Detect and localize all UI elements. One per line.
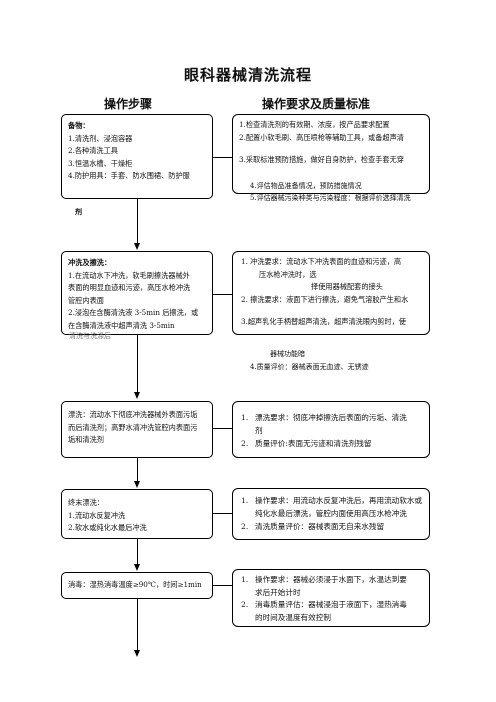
list-number: 2. [241,439,249,448]
std2-line: 2. 擦洗要求：液面下进行擦洗，避免气溶胶产生和水 [241,294,409,304]
standard-box-disinfection: 1. 操作要求：器械必须浸于水面下，水温达到要 求后开始计时 2. 消毒质量评估：器… [232,569,430,627]
flow-arrowhead [134,564,140,571]
step2-overflow-text: 清洗与洗涤后 [69,332,111,340]
step-box-final-rinse: 终末漂洗： 1.流动水反复冲洗 2.软水或纯化水最后冲洗 [61,489,213,539]
connector-line [213,428,233,429]
step2-line: 表面的明显血迹和污迹，高压水枪冲洗 [68,283,191,292]
std2-line: 择使用器械配套的接头 [311,282,383,291]
page-title: 眼科器械清洗流程 [183,66,312,84]
standard-box-rinse: 1. 漂洗要求：彻底冲掉擦洗后表面的污垢、清洗 剂 2. 质量评价:表面无污迹和清洗… [232,401,430,458]
step5-line: 消毒：湿热消毒温度≥90℃，时间≥1min [68,580,202,589]
flow-arrowhead [134,650,140,657]
header-steps: 操作步骤 [104,97,153,111]
flow-arrow-line [137,599,138,651]
std2-line: 4.质量评价：器械表面无血迹、无锈迹 [250,363,369,371]
connector-line [213,513,233,514]
step4-line: 2.软水或纯化水最后冲洗 [68,523,147,532]
flow-arrow-line [137,539,138,565]
flow-arrowhead [134,243,140,250]
standard-box-preparation: 1.检查清洗剂的有效期、浓度，按产品要求配置 2.配置小软毛刷、高压喷枪等辅助工… [232,114,430,194]
list-number: 1. [241,575,249,584]
step4-line: 终末漂洗： [68,498,104,507]
std5-item-text: 操作要求：器械必须浸于水面下，水温达到要 [255,575,407,584]
list-number: 1. [241,413,249,422]
step-box-disinfection: 消毒：湿热消毒温度≥90℃，时间≥1min [61,572,213,599]
list-number: 2. [241,522,249,531]
flow-arrow-line [137,199,138,244]
std1-line: 4.评估物品准备情况，预防措施情况 [250,182,362,190]
std5-item-text: 求后开始计时 [255,587,301,597]
flow-arrowhead [134,392,140,399]
std5-item-text: 的时间及温度有效控制 [255,612,331,622]
flow-arrow-line [137,458,138,482]
flow-arrowhead [134,481,140,488]
std2-line: 压水枪冲洗时，选 [259,269,317,279]
connector-line [213,294,233,295]
header-standards: 操作要求及质量标准 [262,97,371,111]
step-box-rinse-scrub: 冲洗及擦洗： 1.在流动水下冲洗，软毛刷擦洗器械外 表面的明显血迹和污迹，高压水… [61,251,213,335]
step2-line: 冲洗及擦洗： [68,258,112,267]
step-box-preparation: 备物： 1.清洗剂、浸泡容器 2.各种清洗工具 3.恒温水槽、干燥柜 4.防护用… [61,114,213,199]
std2-line: 1. 冲洗要求：流动水下冲洗表面的血迹和污迹，高 [241,257,402,266]
step-box-rinse: 漂洗：流动水下彻底冲洗器械外表面污垢 而后清洗剂；高野水清冲洗管腔内表面污 垢和… [61,401,213,458]
std4-item-text: 清洗质量评价：器械表面无自来水残留 [255,522,385,531]
step1-line: 2.各种清洗工具 [68,146,118,155]
step3-line: 而后清洗剂；高野水清冲洗管腔内表面污 [68,422,198,432]
step2-line: 在含酶清洗液中超声清洗 3-5min [68,320,175,330]
step3-line: 垢和清洗剂 [68,435,104,444]
step1-line: 1.清洗剂、浸泡容器 [68,133,133,143]
std1-line: 3.采取标准预防措施，做好自身防护，检查手套无穿 [239,155,404,164]
step1-line: 4.防护用具：手套、防水围裙、防护服 [68,171,190,180]
std3-item-text: 漂洗要求：彻底冲掉擦洗后表面的污垢、清洗 [255,413,407,422]
step4-line: 1.流动水反复冲洗 [68,510,126,520]
connector-line [213,585,233,586]
std2-line: 器械功能暗 [270,350,305,358]
std3-item-text: 质量评价:表面无污迹和清洗剂残留 [255,439,372,448]
step1-line: 3.恒温水槽、干燥柜 [68,158,133,168]
std3-item-text: 剂 [255,426,263,435]
connector-line [213,157,233,158]
std1-line: 2.配置小软毛刷、高压喷枪等辅助工具，或备超声清 [239,132,404,142]
std1-line: 5.评估器械污染种类与污染程度：根据评价选择清洗 [250,194,411,202]
std5-item-text: 消毒质量评估：器械浸泡于液面下，湿热消毒 [255,600,407,609]
step1-line: 备物： [68,121,90,130]
std4-item-text: 操作要求：用流动水反复冲洗后，再用流动软水或 [255,496,423,505]
standard-box-rinse-scrub: 1. 冲洗要求：流动水下冲洗表面的血迹和污迹，高 压水枪冲洗时，选 择使用器械配… [232,251,430,335]
standard-box-final-rinse: 1. 操作要求：用流动水反复冲洗后，再用流动软水或 纯化水最后漂洗，管腔内面使用高… [232,488,430,540]
step2-line: 1.在流动水下冲洗，软毛刷擦洗器械外 [68,270,190,280]
step2-line: 管腔内表面 [68,295,104,305]
std4-item-text: 纯化水最后漂洗，管腔内面使用高压水枪冲洗 [255,509,407,518]
std2-line: 3.超声乳化手柄替超声清洗，超声清洗眼内剪时，使 [241,317,406,326]
list-number: 2. [241,600,249,609]
step2-line: 2.浸泡在含酶清洗液 3-5min 后擦洗，或 [68,308,199,317]
flow-arrow-line [137,335,138,393]
std1-line: 1.检查清洗剂的有效期、浓度，按产品要求配置 [239,120,390,129]
step1-overflow-text: 剂 [75,207,82,216]
step3-line: 漂洗：流动水下彻底冲洗器械外表面污垢 [68,410,198,419]
list-number: 1. [241,496,249,505]
